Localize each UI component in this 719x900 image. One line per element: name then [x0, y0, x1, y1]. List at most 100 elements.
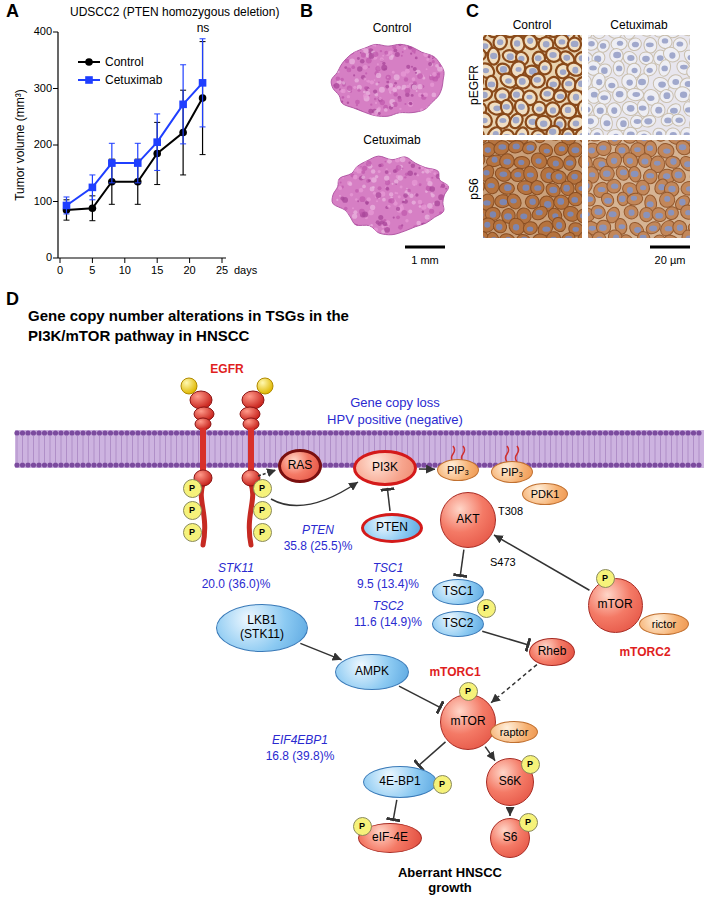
node-label: P: [527, 759, 533, 769]
lipid-head: [647, 462, 652, 467]
he-speckle: [372, 186, 375, 189]
ihc-nucleus: [516, 67, 522, 72]
node-label: P: [259, 505, 265, 515]
lipid-head: [669, 462, 674, 467]
he-speckle: [408, 209, 412, 213]
lipid-tail: [578, 436, 579, 462]
lipid-head: [405, 430, 410, 435]
ihc-nucleus: [535, 134, 541, 135]
error-cap: [63, 213, 69, 214]
he-speckle: [370, 227, 373, 230]
he-speckle: [382, 55, 384, 57]
lipid-head: [608, 430, 613, 435]
ihc-cell: [665, 127, 682, 135]
he-speckle: [340, 89, 344, 93]
lipid-tail: [160, 436, 161, 462]
lipid-head: [581, 462, 586, 467]
he-speckle: [361, 52, 366, 57]
ihc-background: [588, 140, 690, 238]
he-speckle: [439, 227, 443, 231]
he-speckle: [413, 67, 417, 71]
he-speckle: [416, 221, 421, 226]
ihc-cell: [622, 204, 640, 221]
he-speckle: [439, 176, 441, 178]
lipid-tail: [121, 436, 122, 462]
lipid-tail: [275, 436, 276, 462]
ihc-nucleus: [685, 107, 690, 112]
inhibition-line: [460, 550, 464, 577]
he-speckle: [408, 101, 414, 107]
he-speckle: [425, 227, 430, 232]
pten-node: PTEN: [361, 513, 423, 543]
lipid-head: [42, 462, 47, 467]
lipid-head: [553, 430, 558, 435]
ihc-nucleus: [687, 55, 690, 60]
he-speckle: [386, 187, 389, 190]
node-label: P: [525, 817, 531, 827]
lipid-head: [58, 430, 63, 435]
image-label: Cetuximab: [363, 133, 420, 147]
ihc-nucleus: [514, 172, 521, 177]
lipid-head: [102, 430, 107, 435]
he-speckle: [407, 189, 411, 193]
he-speckle: [347, 102, 349, 104]
error-cap: [109, 143, 115, 144]
he-speckle: [341, 101, 343, 103]
gene-name: PTEN: [302, 523, 334, 537]
he-speckle: [345, 59, 349, 63]
ihc-nucleus: [483, 212, 484, 218]
lipid-tail: [688, 436, 689, 462]
he-speckle: [393, 92, 397, 96]
ihc-cell: [659, 192, 675, 208]
loss-frequency: 9.5 (13.4)%: [357, 577, 419, 591]
lipid-head: [185, 430, 190, 435]
ihc-nucleus: [662, 38, 668, 43]
lipid-tail: [528, 436, 529, 462]
activation-arrow: [419, 468, 435, 470]
he-speckle: [359, 196, 365, 202]
legend-marker: [85, 76, 93, 84]
he-speckle: [333, 106, 335, 108]
lipid-tail: [325, 436, 326, 462]
lipid-head: [295, 430, 300, 435]
ihc-nucleus: [664, 196, 670, 202]
node-label: PDK1: [531, 488, 560, 501]
lipid-head: [267, 462, 272, 467]
he-speckle: [395, 157, 400, 162]
he-speckle: [341, 211, 344, 214]
he-speckle: [352, 224, 358, 230]
he-speckle: [347, 85, 353, 91]
ihc-nucleus: [504, 184, 512, 191]
legend-entry: Cetuximab: [78, 72, 162, 88]
lipid-head: [69, 462, 74, 467]
ihc-nucleus: [564, 132, 572, 135]
lipid-tail: [611, 436, 612, 462]
ihc-nucleus: [690, 69, 691, 74]
node-text-group: P: [259, 527, 265, 537]
ihc-nucleus: [679, 199, 685, 206]
he-speckle: [373, 52, 379, 58]
lipid-head: [625, 430, 630, 435]
lipid-tail: [561, 436, 562, 462]
he-section: [332, 156, 450, 235]
ihc-nucleus: [487, 183, 494, 188]
ihc-nucleus: [613, 234, 619, 238]
ihc-nucleus: [588, 35, 589, 36]
ihc-nucleus: [483, 200, 491, 205]
lipid-tail: [545, 436, 546, 462]
he-speckle: [438, 194, 444, 200]
legend-marker: [85, 58, 93, 66]
site-label: T308: [498, 505, 523, 518]
ihc-cell: [498, 128, 516, 135]
ihc-cell: [659, 89, 674, 103]
lipid-tail: [39, 436, 40, 462]
lipid-head: [190, 462, 195, 467]
ihc-nucleus: [582, 35, 583, 37]
he-speckle: [335, 162, 337, 164]
ihc-micrograph: [588, 35, 690, 135]
receptor-domain: [190, 391, 212, 409]
ihc-nucleus: [627, 105, 635, 112]
he-speckle: [433, 114, 436, 117]
he-speckle: [398, 225, 403, 230]
he-speckle: [401, 210, 407, 216]
